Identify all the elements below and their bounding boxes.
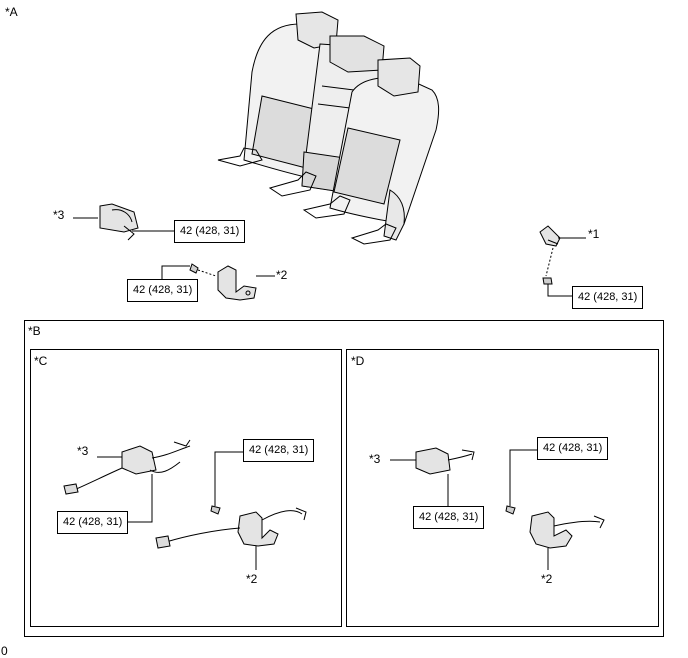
view-b-frame bbox=[24, 320, 664, 637]
torque-spec-part-1-a: 42 (428, 31) bbox=[572, 286, 644, 309]
part-1-illustration-a bbox=[539, 225, 586, 297]
part-3-illustration-d bbox=[390, 447, 475, 506]
view-a-label: *A bbox=[5, 5, 18, 19]
callout-1-a: *1 bbox=[588, 227, 600, 241]
footer-mark: 0 bbox=[1, 644, 8, 658]
part-3-illustration-a bbox=[73, 203, 174, 241]
callout-2-a: *2 bbox=[276, 268, 288, 282]
torque-spec-part-3-c: 42 (428, 31) bbox=[57, 511, 129, 534]
view-b-label: *B bbox=[28, 324, 41, 338]
torque-spec-part-3-a: 42 (428, 31) bbox=[174, 220, 246, 243]
callout-3-c: *3 bbox=[77, 444, 89, 458]
callout-2-d: *2 bbox=[541, 572, 553, 586]
view-d-label: *D bbox=[351, 354, 365, 368]
part-2-illustration-d bbox=[505, 449, 605, 570]
torque-spec-part-3-d: 42 (428, 31) bbox=[413, 506, 485, 529]
view-c-frame bbox=[30, 349, 342, 627]
rear-seat-illustration bbox=[217, 11, 440, 245]
callout-2-c: *2 bbox=[246, 572, 258, 586]
view-c-label: *C bbox=[34, 354, 48, 368]
callout-3-a: *3 bbox=[53, 208, 65, 222]
part-2-illustration-c bbox=[155, 451, 307, 570]
torque-spec-part-2-c: 42 (428, 31) bbox=[243, 439, 315, 462]
view-d-frame bbox=[346, 349, 659, 627]
part-3-illustration-c bbox=[63, 439, 191, 523]
torque-spec-part-2-a: 42 (428, 31) bbox=[127, 279, 199, 302]
torque-spec-part-2-d: 42 (428, 31) bbox=[537, 437, 609, 460]
part-2-illustration-a bbox=[161, 263, 275, 301]
callout-3-d: *3 bbox=[369, 452, 381, 466]
